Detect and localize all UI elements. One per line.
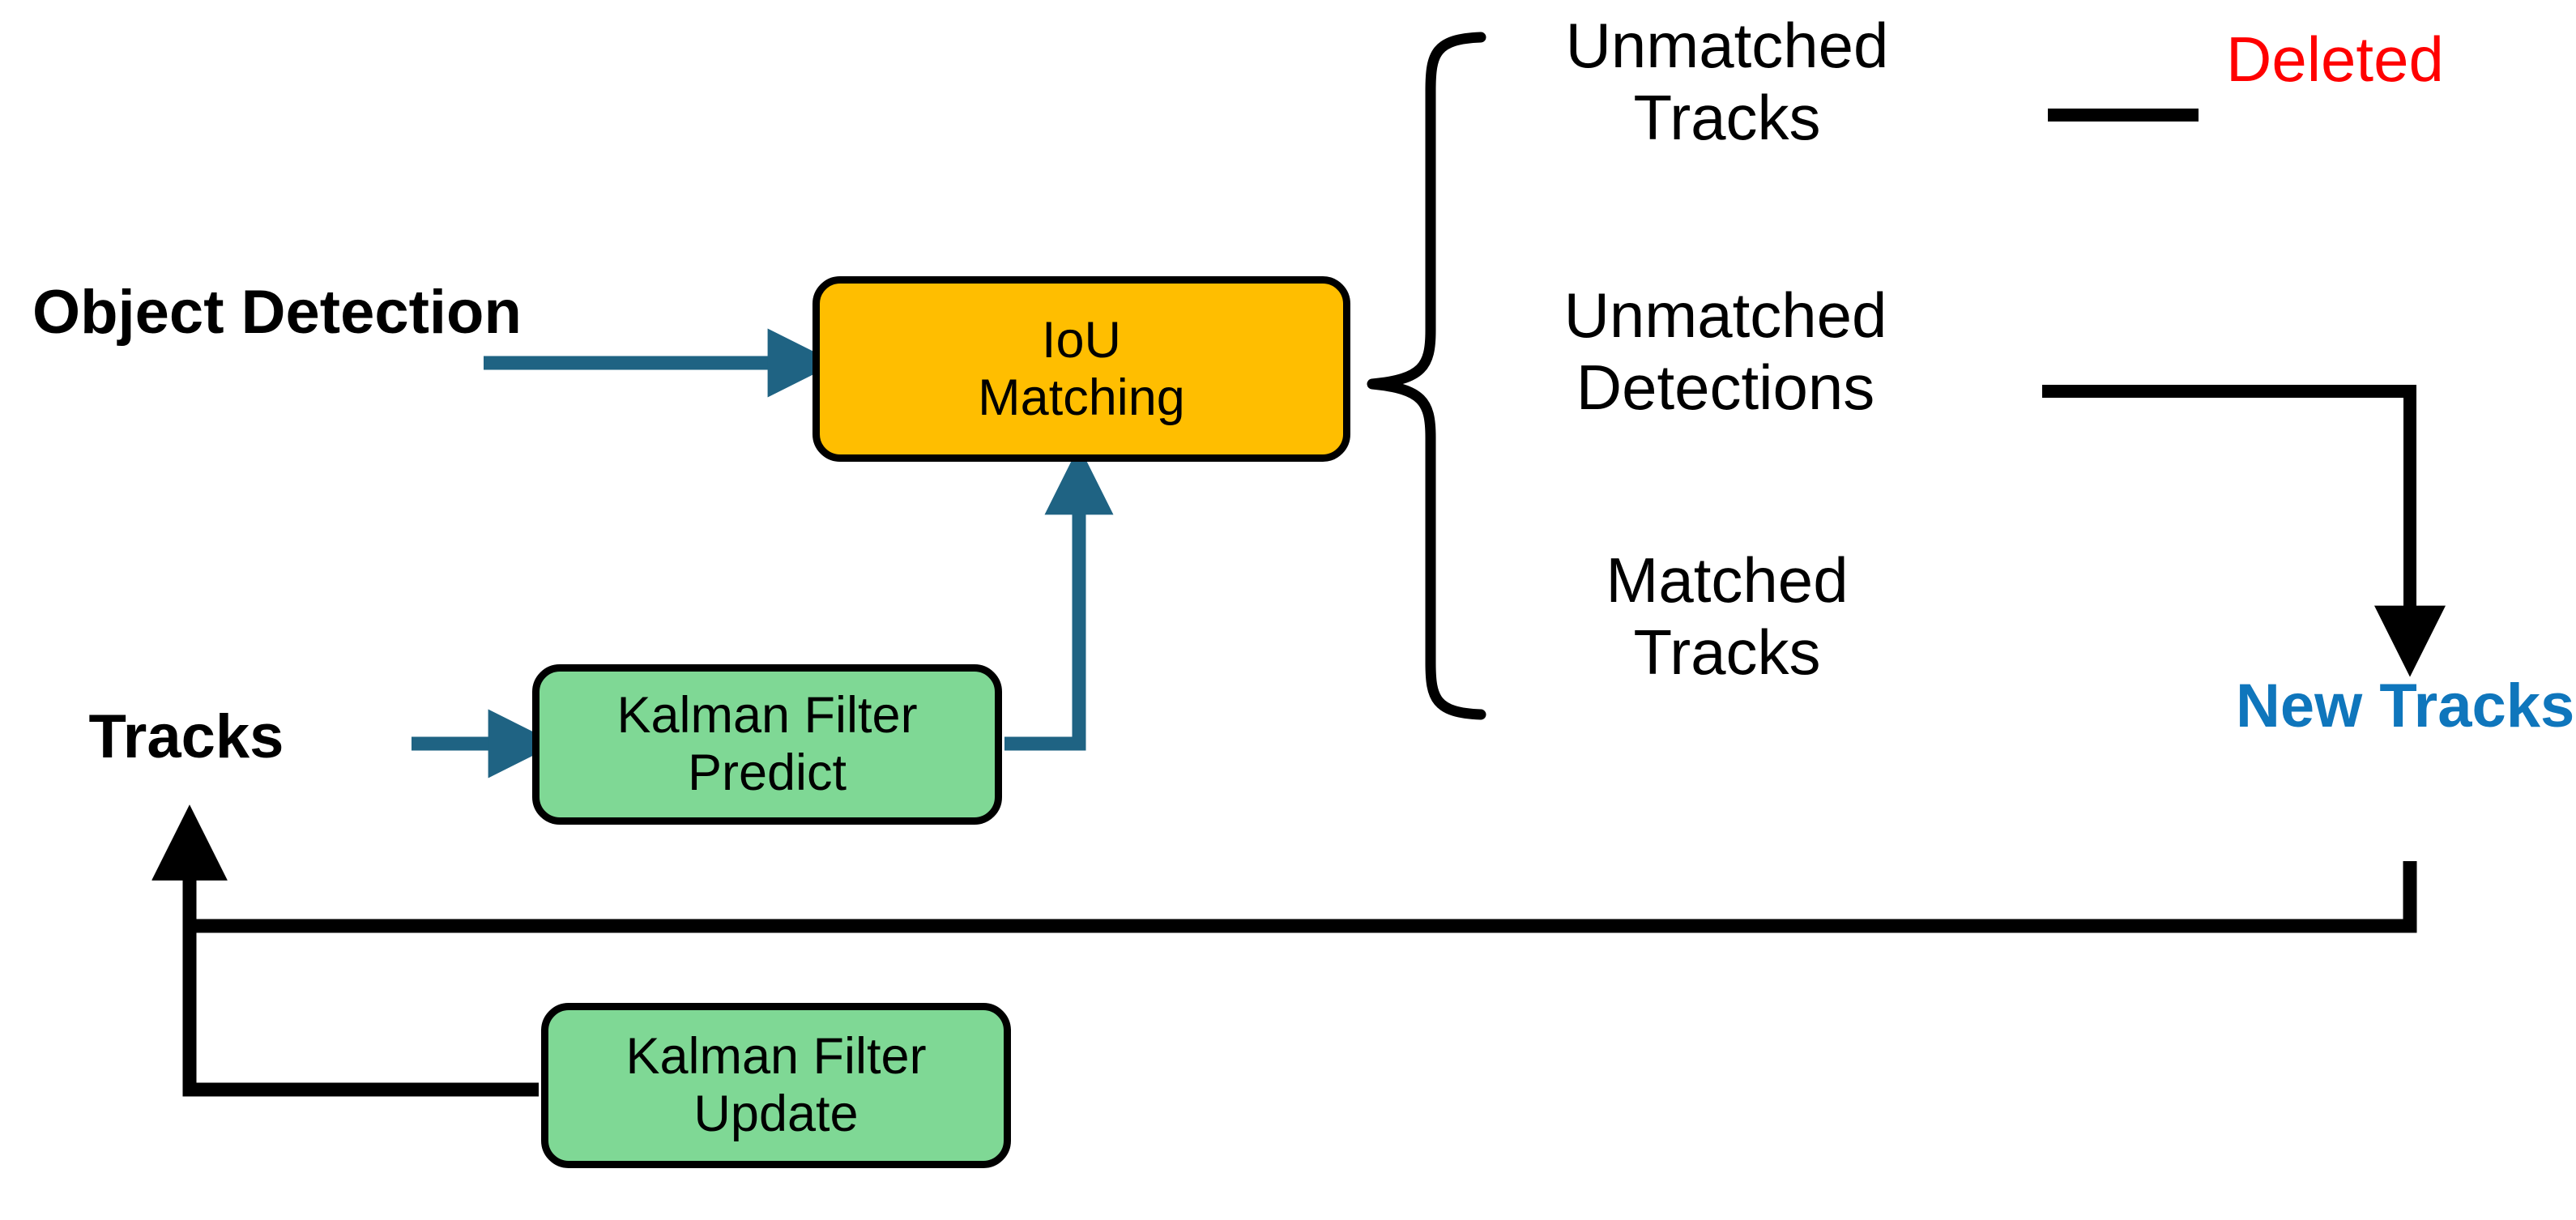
input-label-tracks-line1: Tracks — [88, 702, 284, 771]
input-label-object-detection-line1: Object — [32, 278, 224, 347]
process-box-kalman-filter-predict-line1: Kalman Filter — [616, 687, 918, 744]
output-label-unmatched-detections-line2: Detections — [1576, 351, 1875, 423]
terminal-label-new-tracks: New Tracks — [2236, 672, 2574, 740]
edge-new-tracks-feedback — [151, 804, 2417, 933]
process-box-iou-matching-line1: IoU — [1041, 311, 1122, 369]
input-label-tracks: Tracks — [32, 703, 340, 771]
process-box-kalman-filter-predict[interactable]: Kalman Filter Predict — [532, 664, 1002, 825]
input-label-object-detection-line2: Detection — [241, 278, 522, 347]
process-box-iou-matching-line2: Matching — [978, 369, 1185, 426]
process-box-iou-matching[interactable]: IoU Matching — [812, 276, 1350, 462]
input-label-object-detection: Object Detection — [32, 278, 522, 347]
output-label-matched-tracks: Matched Tracks — [1500, 544, 1954, 689]
iou-outputs-brace — [1367, 32, 1486, 720]
edge-kalman-predict-to-iou — [1004, 446, 1114, 751]
process-box-kalman-filter-predict-line2: Predict — [687, 744, 847, 801]
terminal-label-new-tracks-line1: New — [2236, 672, 2363, 740]
output-label-unmatched-tracks-line2: Tracks — [1633, 81, 1821, 153]
process-box-kalman-filter-update-line1: Kalman Filter — [625, 1028, 927, 1086]
output-label-unmatched-detections-line1: Unmatched — [1563, 279, 1887, 351]
edge-unmatched-detections-to-new-tracks — [2042, 385, 2446, 677]
output-label-unmatched-tracks-line1: Unmatched — [1565, 10, 1889, 81]
process-box-kalman-filter-update-line2: Update — [693, 1086, 859, 1142]
process-box-kalman-filter-update[interactable]: Kalman Filter Update — [541, 1003, 1011, 1168]
terminal-label-deleted: Deleted — [2226, 23, 2444, 95]
terminal-label-new-tracks-line2: Tracks — [2379, 672, 2575, 740]
edge-kalman-update-feedback — [151, 804, 539, 1097]
output-label-matched-tracks-line2: Tracks — [1633, 616, 1821, 688]
output-label-unmatched-tracks: Unmatched Tracks — [1500, 10, 1954, 154]
output-label-matched-tracks-line1: Matched — [1606, 544, 1849, 616]
output-label-unmatched-detections: Unmatched Detections — [1491, 279, 1960, 424]
